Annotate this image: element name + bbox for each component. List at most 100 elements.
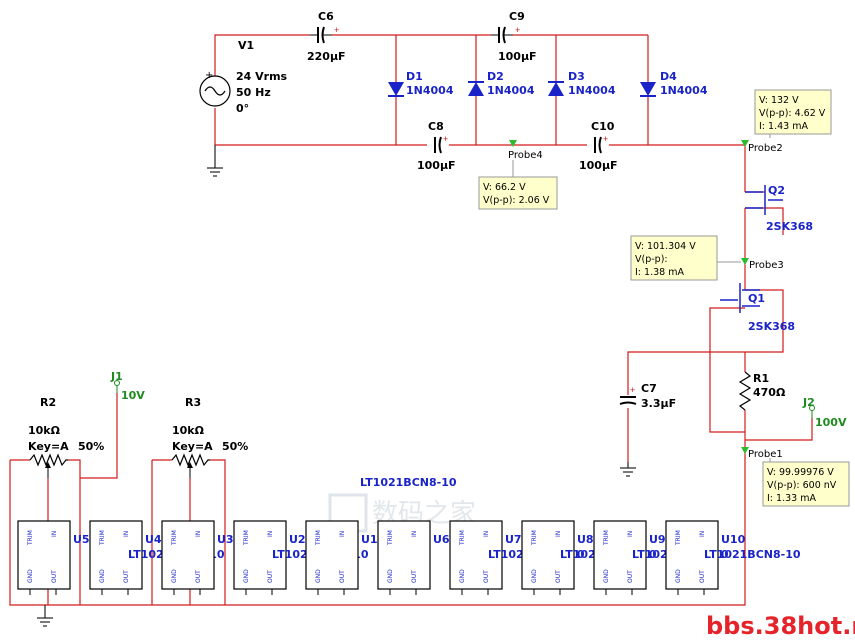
r3-name: R3 bbox=[185, 396, 201, 409]
ic-pin-label: IN bbox=[627, 531, 634, 537]
ic-body bbox=[17, 520, 71, 590]
ic-pin-label: IN bbox=[411, 531, 418, 537]
ic-pin-label: GND bbox=[603, 569, 610, 583]
probe4-line1: V: 66.2 V bbox=[483, 182, 526, 193]
ic-pin-label: GND bbox=[675, 569, 682, 583]
svg-text:+: + bbox=[630, 385, 635, 395]
diode-d2: D2 1N4004 bbox=[468, 70, 535, 97]
ic-pin-label: TRIM bbox=[459, 530, 466, 546]
capacitor-c9: + C9 100µF bbox=[491, 10, 537, 63]
ic-pin-label: GND bbox=[531, 569, 538, 583]
ic-pin-label: IN bbox=[51, 531, 58, 537]
d3-name: D3 bbox=[568, 70, 585, 83]
watermark-url: bbs.38hot.net bbox=[706, 612, 855, 640]
probe2-line3: I: 1.43 mA bbox=[759, 121, 808, 132]
ic-body bbox=[521, 520, 575, 590]
j1-value: 10V bbox=[121, 389, 145, 402]
d1-name: D1 bbox=[406, 70, 423, 83]
c6-value: 220µF bbox=[307, 50, 346, 63]
ic-ref-label: U10 bbox=[721, 533, 746, 546]
ic-part-label: LT1021BCN8-10 bbox=[704, 548, 801, 561]
ic-pin-label: TRIM bbox=[27, 530, 34, 546]
ic-ref-label: U6 bbox=[433, 533, 450, 546]
probe-4: Probe4 V: 66.2 V V(p-p): 2.06 V bbox=[478, 140, 558, 210]
ic-pin-label: IN bbox=[267, 531, 274, 537]
probe2-label: Probe2 bbox=[748, 143, 783, 154]
r3-percent: 50% bbox=[222, 440, 248, 453]
probe1-label: Probe1 bbox=[748, 449, 783, 460]
ic-ref-label: U3 bbox=[217, 533, 234, 546]
ic-pin-label: OUT bbox=[555, 570, 562, 583]
ic-ref-label: U5 bbox=[73, 533, 90, 546]
ic-pin-label: GND bbox=[315, 569, 322, 583]
ic-body bbox=[89, 520, 143, 590]
j2-name: J2 bbox=[802, 396, 815, 409]
probe2-line1: V: 132 V bbox=[759, 95, 799, 106]
ic-pin-label: OUT bbox=[51, 570, 58, 583]
ic-pin-label: TRIM bbox=[243, 530, 250, 546]
ic-pin-label: GND bbox=[387, 569, 394, 583]
ic-ref-label: U1 bbox=[361, 533, 378, 546]
c9-name: C9 bbox=[509, 10, 525, 23]
source-v1: + V1 24 Vrms 50 Hz 0° bbox=[199, 39, 288, 115]
ic-body bbox=[665, 520, 719, 590]
r1-name: R1 bbox=[753, 372, 769, 385]
probe1-line1: V: 99.99976 V bbox=[767, 467, 834, 478]
c7-value: 3.3µF bbox=[641, 397, 676, 410]
source-value: 24 Vrms bbox=[236, 70, 288, 83]
d1-part: 1N4004 bbox=[406, 84, 454, 97]
diode-d1: D1 1N4004 bbox=[388, 70, 454, 97]
ic-pin-label: GND bbox=[243, 569, 250, 583]
capacitor-c7: + C7 3.3µF bbox=[619, 382, 676, 410]
c7-name: C7 bbox=[641, 382, 657, 395]
c10-name: C10 bbox=[591, 120, 615, 133]
ic-pin-label: TRIM bbox=[603, 530, 610, 546]
probe4-label: Probe4 bbox=[508, 150, 543, 161]
potentiometer-r3: R3 10kΩ Key=A 50% bbox=[171, 396, 248, 478]
capacitor-c10: + C10 100µF bbox=[579, 120, 618, 172]
ic-pin-label: TRIM bbox=[387, 530, 394, 546]
r2-percent: 50% bbox=[78, 440, 104, 453]
ic-pin-label: IN bbox=[699, 531, 706, 537]
svg-text:+: + bbox=[334, 25, 339, 35]
ic-u7: TRIMINGNDOUTU7LT1021BCN8-10 bbox=[449, 520, 585, 595]
r2-value: 10kΩ bbox=[28, 424, 61, 437]
ic-pin-label: GND bbox=[171, 569, 178, 583]
probe3-line3: I: 1.38 mA bbox=[635, 267, 684, 278]
q2-name: Q2 bbox=[768, 184, 785, 197]
ic-pin-label: GND bbox=[27, 569, 34, 583]
probe4-line2: V(p-p): 2.06 V bbox=[483, 195, 550, 206]
ic-u5: TRIM IN GND OUT U5 bbox=[17, 520, 90, 595]
ic-part-title: LT1021BCN8-10 bbox=[360, 476, 457, 489]
source-freq: 50 Hz bbox=[236, 86, 271, 99]
c6-name: C6 bbox=[318, 10, 334, 23]
ground-symbols bbox=[37, 145, 636, 627]
r2-key: Key=A bbox=[28, 440, 69, 453]
d4-part: 1N4004 bbox=[660, 84, 708, 97]
ic-pin-label: TRIM bbox=[171, 530, 178, 546]
svg-text:+: + bbox=[515, 25, 520, 35]
ic-pin-label: OUT bbox=[267, 570, 274, 583]
capacitor-c8: + C8 100µF bbox=[417, 120, 456, 172]
diode-d4: D4 1N4004 bbox=[640, 70, 708, 97]
source-name: V1 bbox=[238, 39, 254, 52]
ic-body bbox=[305, 520, 359, 590]
c9-value: 100µF bbox=[498, 50, 537, 63]
ic-pin-label: OUT bbox=[195, 570, 202, 583]
transistor-q1: Q1 2SK368 bbox=[720, 283, 795, 333]
probe3-line1: V: 101.304 V bbox=[635, 241, 696, 252]
probe3-label: Probe3 bbox=[749, 260, 784, 271]
potentiometer-r2: R2 10kΩ Key=A 50% bbox=[28, 396, 104, 478]
ic-body bbox=[377, 520, 431, 590]
source-phase: 0° bbox=[236, 102, 249, 115]
probe-2: Probe2 V: 132 V V(p-p): 4.62 V I: 1.43 m… bbox=[741, 89, 832, 154]
ic-pin-label: OUT bbox=[123, 570, 130, 583]
ic-pin-label: TRIM bbox=[99, 530, 106, 546]
ic-ref-label: U7 bbox=[505, 533, 522, 546]
c10-value: 100µF bbox=[579, 159, 618, 172]
connector-j2: J2 100V bbox=[802, 396, 847, 429]
